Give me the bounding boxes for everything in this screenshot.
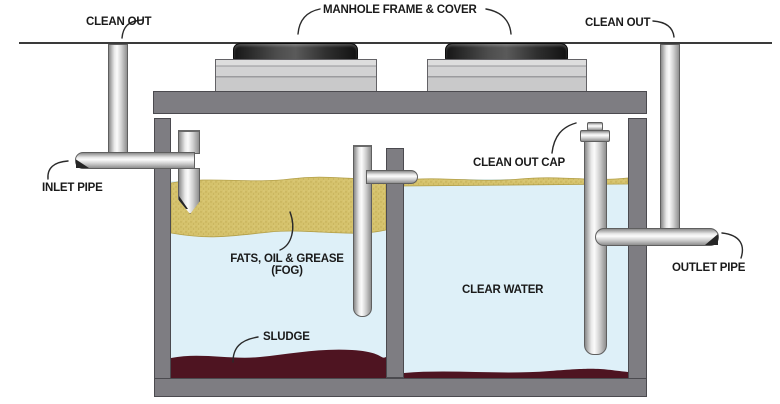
outlet-pipe-opening bbox=[705, 234, 718, 245]
inlet-pipe-label: INLET PIPE bbox=[42, 182, 103, 194]
tank-top-slab bbox=[153, 91, 647, 114]
clean-out-cap-label: CLEAN OUT CAP bbox=[473, 157, 565, 169]
clean-out-pipe-left bbox=[108, 44, 128, 168]
fog-film bbox=[403, 177, 629, 187]
fog-label-line1: FATS, OIL & GREASE bbox=[230, 253, 344, 265]
fog-label-line2: (FOG) bbox=[271, 265, 303, 277]
inlet-tee-stub bbox=[178, 130, 200, 154]
inlet-drop-opening bbox=[179, 196, 188, 209]
inlet-pipe-horizontal bbox=[75, 152, 195, 169]
ground-line bbox=[19, 42, 772, 44]
left-sludge-layer bbox=[171, 349, 386, 378]
outlet-pipe-label: OUTLET PIPE bbox=[672, 262, 746, 274]
clean-out-cap-flange bbox=[580, 130, 610, 142]
inlet-pipe-opening bbox=[76, 159, 89, 168]
outlet-drop-pipe bbox=[584, 140, 607, 355]
sludge-label: SLUDGE bbox=[263, 331, 310, 343]
baffle-pipe-vertical bbox=[353, 145, 372, 317]
tank-right-wall bbox=[628, 118, 647, 380]
right-sludge-layer bbox=[404, 368, 628, 378]
outlet-pipe-horizontal bbox=[595, 228, 719, 246]
manhole-frame-left bbox=[215, 59, 377, 92]
fog-layer bbox=[170, 176, 387, 238]
manhole-frame-cover-label: MANHOLE FRAME & COVER bbox=[323, 4, 477, 16]
clean-out-pipe-right bbox=[660, 44, 680, 230]
baffle-pipe-stub bbox=[366, 170, 418, 184]
fog-label: FATS, OIL & GREASE (FOG) bbox=[228, 253, 346, 277]
clean-out-right-label: CLEAN OUT bbox=[585, 17, 651, 29]
clean-out-cap-knob bbox=[587, 122, 603, 131]
baffle-wall bbox=[386, 148, 404, 378]
clear-water-label: CLEAR WATER bbox=[462, 284, 544, 296]
tank-floor bbox=[154, 378, 647, 397]
manhole-frame-right bbox=[427, 59, 587, 92]
clean-out-left-label: CLEAN OUT bbox=[86, 16, 152, 28]
